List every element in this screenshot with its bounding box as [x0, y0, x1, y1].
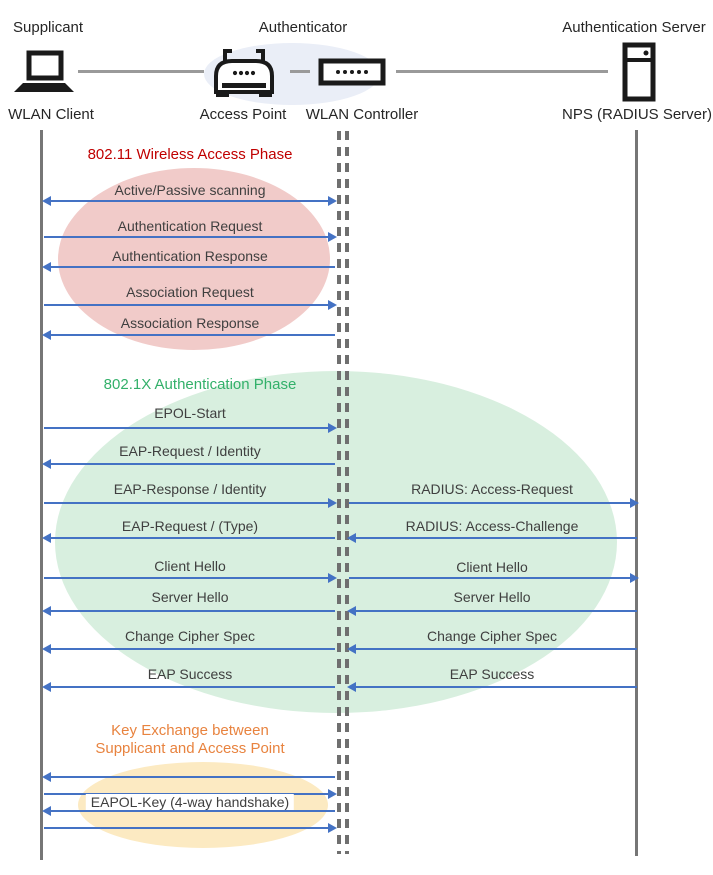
arrow-eapol-key-4 — [44, 823, 337, 833]
phase1-ellipse — [58, 168, 330, 350]
arrow-server-hello-left — [42, 606, 335, 616]
device-label-wlan-controller: WLAN Controller — [305, 106, 419, 123]
phase3-title-line2: Supplicant and Access Point — [95, 740, 285, 757]
arrow-authentication-response — [42, 262, 335, 272]
message-label: EAP-Request / (Type) — [121, 518, 259, 534]
arrow-association-request — [44, 300, 337, 310]
lifeline-authenticator-right — [345, 131, 349, 854]
arrow-eap-response-identity — [44, 498, 337, 508]
role-authenticator: Authenticator — [258, 19, 348, 36]
lifeline-authenticator-left — [337, 131, 341, 854]
lifeline-wlan-client — [40, 130, 43, 860]
message-label: EAP-Response / Identity — [113, 481, 267, 497]
arrow-client-hello-left — [44, 573, 337, 583]
eapol-key-label-text: EAPOL-Key (4-way handshake) — [85, 794, 295, 810]
phase3-title: Key Exchange between Supplicant and Acce… — [95, 722, 284, 758]
message-label: Change Cipher Spec — [427, 628, 557, 644]
phase1-title: 802.11 Wireless Access Phase — [87, 146, 293, 163]
message-label: RADIUS: Access-Challenge — [405, 518, 579, 534]
arrow-eap-request-identity — [42, 459, 335, 469]
message-label: Authentication Request — [117, 218, 263, 234]
phase2-title: 802.1X Authentication Phase — [103, 376, 297, 393]
message-label: Change Cipher Spec — [125, 628, 255, 644]
lifeline-radius-server — [635, 130, 638, 856]
message-label: Association Request — [126, 284, 254, 300]
arrow-authentication-request — [44, 232, 337, 242]
laptop-icon — [14, 50, 74, 92]
message-label: Association Response — [120, 315, 260, 331]
arrow-epol-start — [44, 423, 337, 433]
message-label: EAP Success — [147, 666, 233, 682]
message-label: Server Hello — [453, 589, 531, 605]
device-label-wlan-client: WLAN Client — [8, 106, 94, 123]
phase3-title-line1: Key Exchange between — [111, 722, 269, 739]
connector-client-ap — [78, 70, 204, 73]
arrow-change-cipher-spec-left — [42, 644, 335, 654]
message-label: Active/Passive scanning — [114, 182, 266, 198]
message-label: Authentication Response — [112, 248, 268, 264]
message-label: Server Hello — [151, 589, 229, 605]
arrow-server-hello-right — [347, 606, 637, 616]
arrow-eap-success-left — [42, 682, 335, 692]
arrow-active-passive-scanning — [42, 196, 337, 206]
wlan-controller-icon — [318, 58, 386, 86]
arrow-radius-access-challenge — [347, 533, 637, 543]
arrow-client-hello-right — [349, 573, 639, 583]
arrow-eap-success-right — [347, 682, 637, 692]
device-label-nps-radius-server: NPS (RADIUS Server) — [561, 106, 713, 123]
role-supplicant: Supplicant — [13, 19, 84, 36]
message-label: RADIUS: Access-Request — [411, 481, 573, 497]
connector-controller-server — [396, 70, 608, 73]
message-label: Client Hello — [456, 559, 528, 575]
message-label: EPOL-Start — [154, 405, 226, 421]
access-point-icon — [214, 49, 274, 97]
arrow-change-cipher-spec-right — [347, 644, 637, 654]
arrow-eapol-key-1 — [42, 772, 335, 782]
device-label-access-point: Access Point — [199, 106, 287, 123]
arrow-eapol-key-3 — [42, 806, 335, 816]
role-authentication-server: Authentication Server — [562, 19, 706, 36]
message-label: Client Hello — [154, 558, 226, 574]
message-label: EAP-Request / Identity — [119, 443, 261, 459]
arrow-association-response — [42, 330, 335, 340]
arrow-eap-request-type — [42, 533, 335, 543]
message-label: EAP Success — [449, 666, 535, 682]
connector-ap-controller — [290, 70, 310, 73]
eapol-key-label: EAPOL-Key (4-way handshake) — [85, 794, 295, 811]
server-icon — [622, 42, 656, 102]
arrow-radius-access-request — [349, 498, 639, 508]
